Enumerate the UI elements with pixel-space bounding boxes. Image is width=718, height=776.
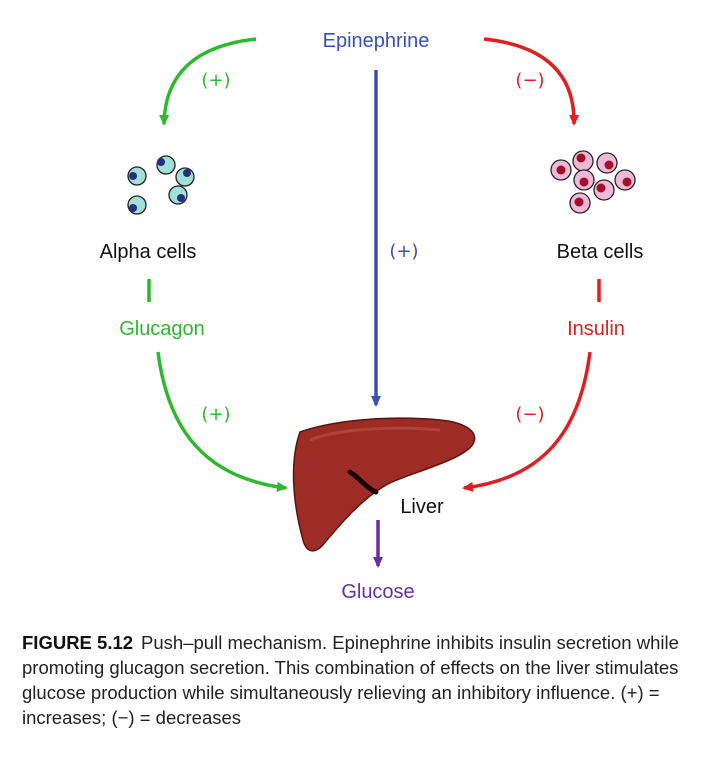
insulin-to-liver-arrow xyxy=(462,351,592,492)
insulin-label: Insulin xyxy=(567,318,625,340)
figure-number: FIGURE 5.12 xyxy=(22,632,134,653)
epi-to-alpha-sign: (+) xyxy=(201,70,230,91)
beta-cells-icon xyxy=(550,150,636,214)
beta-cells-label: Beta cells xyxy=(557,241,644,263)
glucagon-to-liver-arrow xyxy=(156,351,288,492)
glucagon-to-liver-sign: (+) xyxy=(201,404,230,425)
glucagon-label: Glucagon xyxy=(119,318,205,340)
glucose-label: Glucose xyxy=(341,581,414,603)
alpha-cells-icon xyxy=(127,155,195,215)
epinephrine-label: Epinephrine xyxy=(323,30,430,52)
epinephrine-to-beta-arrow xyxy=(483,37,580,126)
epi-to-liver-sign: (+) xyxy=(389,241,418,262)
epinephrine-to-alpha-arrow xyxy=(159,37,257,126)
push-pull-diagram: Epinephrine (+) (−) (+) Alpha cells xyxy=(100,30,644,603)
caption-text: Push–pull mechanism. Epinephrine inhibit… xyxy=(22,632,679,728)
epi-to-beta-sign: (−) xyxy=(515,70,544,91)
insulin-to-liver-sign: (−) xyxy=(515,404,544,425)
alpha-cells-label: Alpha cells xyxy=(100,241,197,263)
liver-label: Liver xyxy=(400,496,444,518)
liver-icon xyxy=(292,417,476,552)
